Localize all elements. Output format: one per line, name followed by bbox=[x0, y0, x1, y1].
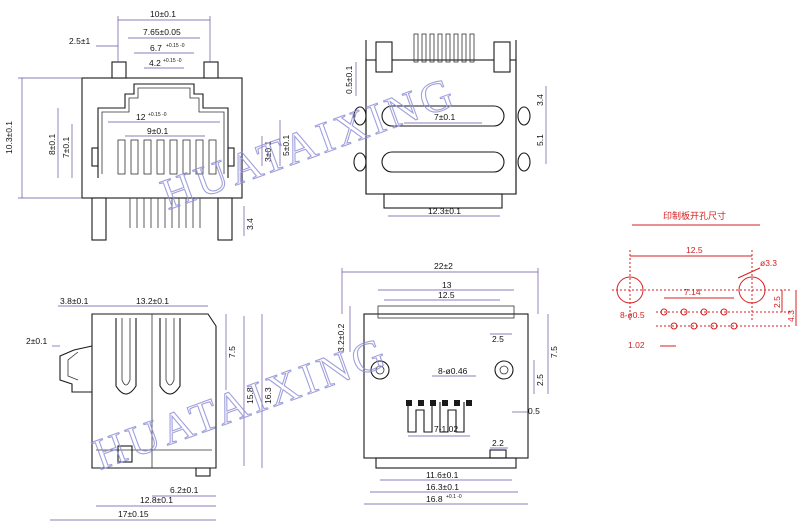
dim-slot-7: 7±0.1 bbox=[434, 112, 455, 122]
dim-inner-top: 4.2 bbox=[149, 58, 161, 68]
dim-height-total: 10.3±0.1 bbox=[4, 121, 14, 154]
dim-h-3-4: 3.4 bbox=[535, 94, 545, 106]
dim-height-8: 8±0.1 bbox=[47, 134, 57, 155]
pcb-v-4-3: 4.3 bbox=[786, 310, 796, 322]
dim-inner-top-tol: +0.15 -0 bbox=[163, 58, 182, 64]
dim-width-12-tol: +0.15 -0 bbox=[148, 112, 167, 118]
dim-pin-offset: 2.5±1 bbox=[69, 36, 90, 46]
dim-11-6: 11.6±0.1 bbox=[426, 470, 459, 480]
front-contacts bbox=[117, 139, 217, 175]
dim-slot-tol: +0.15 -0 bbox=[166, 43, 185, 49]
dim-width-12-3: 12.3±0.1 bbox=[428, 206, 461, 216]
dim-16-8-tol: +0.1 -0 bbox=[446, 494, 462, 500]
dim-h-2-5b: 2.5 bbox=[535, 374, 545, 386]
dim-2: 2±0.1 bbox=[26, 336, 47, 346]
pcb-pin-holes-label: 8-ø0.5 bbox=[620, 310, 645, 320]
dim-22: 22±2 bbox=[434, 261, 453, 271]
dim-h-5: 5±0.1 bbox=[281, 135, 291, 156]
watermark-top: HUATAIXING bbox=[155, 67, 463, 219]
dim-16-8: 16.8 bbox=[426, 494, 443, 504]
dim-13: 13 bbox=[442, 280, 452, 290]
dim-width-12: 12 bbox=[136, 112, 146, 122]
dim-height-7: 7±0.1 bbox=[61, 137, 71, 158]
dim-width-total: 10±0.1 bbox=[150, 9, 176, 19]
dim-3-2: 3.2±0.2 bbox=[336, 323, 346, 352]
dim-2-5a: 2.5 bbox=[492, 334, 504, 344]
pcb-big-hole: ø3.3 bbox=[760, 258, 777, 268]
front-view: 10±0.1 7.65±0.05 6.7 +0.15 -0 4.2 +0.15 … bbox=[4, 9, 291, 241]
dim-16-3: 16.3±0.1 bbox=[426, 482, 459, 492]
pcb-span: 7.14 bbox=[684, 287, 701, 297]
dim-13-2: 13.2±0.1 bbox=[136, 296, 169, 306]
dim-h-16-3: 16.3 bbox=[263, 387, 273, 404]
dim-12-5: 12.5 bbox=[438, 290, 455, 300]
dim-pitch: 7-1.02 bbox=[434, 424, 458, 434]
pcb-layout: 印制板开孔尺寸 12.5 ø3.3 7.14 8-ø0.5 bbox=[612, 210, 797, 350]
bottom-view: 22±2 13 12.5 3.2±0.2 2.5 7.5 8-ø0.46 2.5… bbox=[336, 261, 559, 505]
dim-width-9: 9±0.1 bbox=[147, 126, 168, 136]
dim-2-2: 2.2 bbox=[492, 438, 504, 448]
dim-h-3: 3±0.1 bbox=[263, 141, 273, 162]
dim-h-7-5b: 7.5 bbox=[549, 346, 559, 358]
dim-h-15-8: 15.8 bbox=[245, 387, 255, 404]
dim-pin-3-4: 3.4 bbox=[245, 218, 255, 230]
dim-17: 17±0.15 bbox=[118, 509, 149, 519]
dim-h-5-1: 5.1 bbox=[535, 134, 545, 146]
dim-slot: 6.7 bbox=[150, 43, 162, 53]
front-view-body bbox=[81, 77, 243, 199]
dim-holes: 8-ø0.46 bbox=[438, 366, 468, 376]
pcb-layout-title: 印制板开孔尺寸 bbox=[663, 210, 726, 221]
dim-3-8: 3.8±0.1 bbox=[60, 296, 89, 306]
pcb-spacing: 12.5 bbox=[686, 245, 703, 255]
dim-0-5: 0.5 bbox=[528, 406, 540, 416]
dim-top-gap: 0.5±0.1 bbox=[344, 65, 354, 94]
dim-6-2: 6.2±0.1 bbox=[170, 485, 199, 495]
side-view-body bbox=[91, 313, 217, 469]
dim-h-7-5: 7.5 bbox=[227, 346, 237, 358]
dim-width-inner: 7.65±0.05 bbox=[143, 27, 181, 37]
watermark-bottom: HUATAIXING bbox=[87, 327, 395, 479]
pcb-v-2-5: 2.5 bbox=[772, 296, 782, 308]
back-view: 0.5±0.1 7±0.1 3.4 5.1 12.3±0.1 bbox=[344, 33, 547, 217]
pcb-row-pitch: 1.02 bbox=[628, 340, 645, 350]
dim-12-8: 12.8±0.1 bbox=[140, 495, 173, 505]
side-view: 3.8±0.1 13.2±0.1 2±0.1 7.5 15.8 16.3 6.2… bbox=[26, 296, 273, 521]
